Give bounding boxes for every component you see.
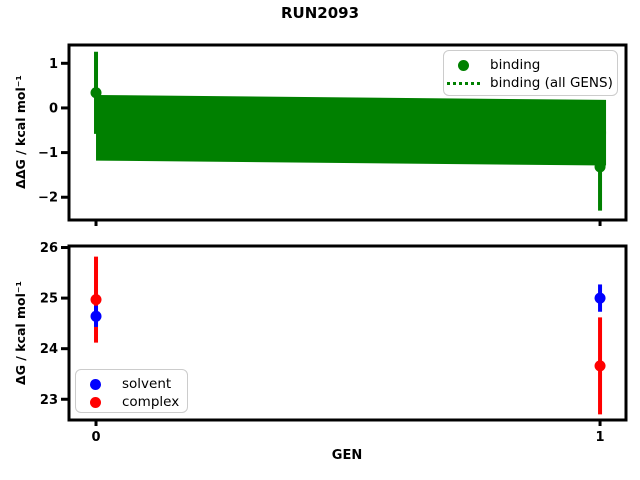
solvent-marker-icon [90,378,101,390]
legend-label-solvent: solvent [122,376,172,392]
svg-text:−2: −2 [38,191,58,206]
svg-text:25: 25 [40,292,58,307]
bottom-legend: solvent complex [75,369,188,413]
binding-marker-icon [458,59,469,71]
svg-text:0: 0 [49,101,58,116]
top-y-axis-label: ΔΔG / kcal mol⁻¹ [13,75,28,189]
svg-text:24: 24 [40,342,58,357]
x-axis-label: GEN [331,448,363,463]
legend-handle [79,378,112,390]
bottom-y-axis-label: ΔG / kcal mol⁻¹ [13,281,28,385]
complex-marker-icon [90,396,101,408]
legend-entry-binding-all-gens: binding (all GENS) [447,74,613,92]
svg-text:1: 1 [596,430,605,445]
svg-text:26: 26 [40,241,58,256]
dotted-line-icon [447,81,480,85]
svg-text:0: 0 [91,430,100,445]
legend-label-binding: binding [490,57,541,73]
top-legend: binding binding (all GENS) [443,50,618,96]
legend-handle [79,396,112,408]
legend-entry-binding: binding [447,56,611,74]
legend-entry-complex: complex [79,393,181,411]
legend-handle [447,59,480,71]
figure-title: RUN2093 [280,4,360,22]
legend-handle [447,81,480,85]
legend-label-complex: complex [122,394,180,410]
svg-text:1: 1 [49,57,58,72]
legend-label-binding-all-gens: binding (all GENS) [490,75,613,91]
legend-entry-solvent: solvent [79,375,181,393]
svg-text:23: 23 [40,393,58,408]
svg-text:−1: −1 [38,146,58,161]
